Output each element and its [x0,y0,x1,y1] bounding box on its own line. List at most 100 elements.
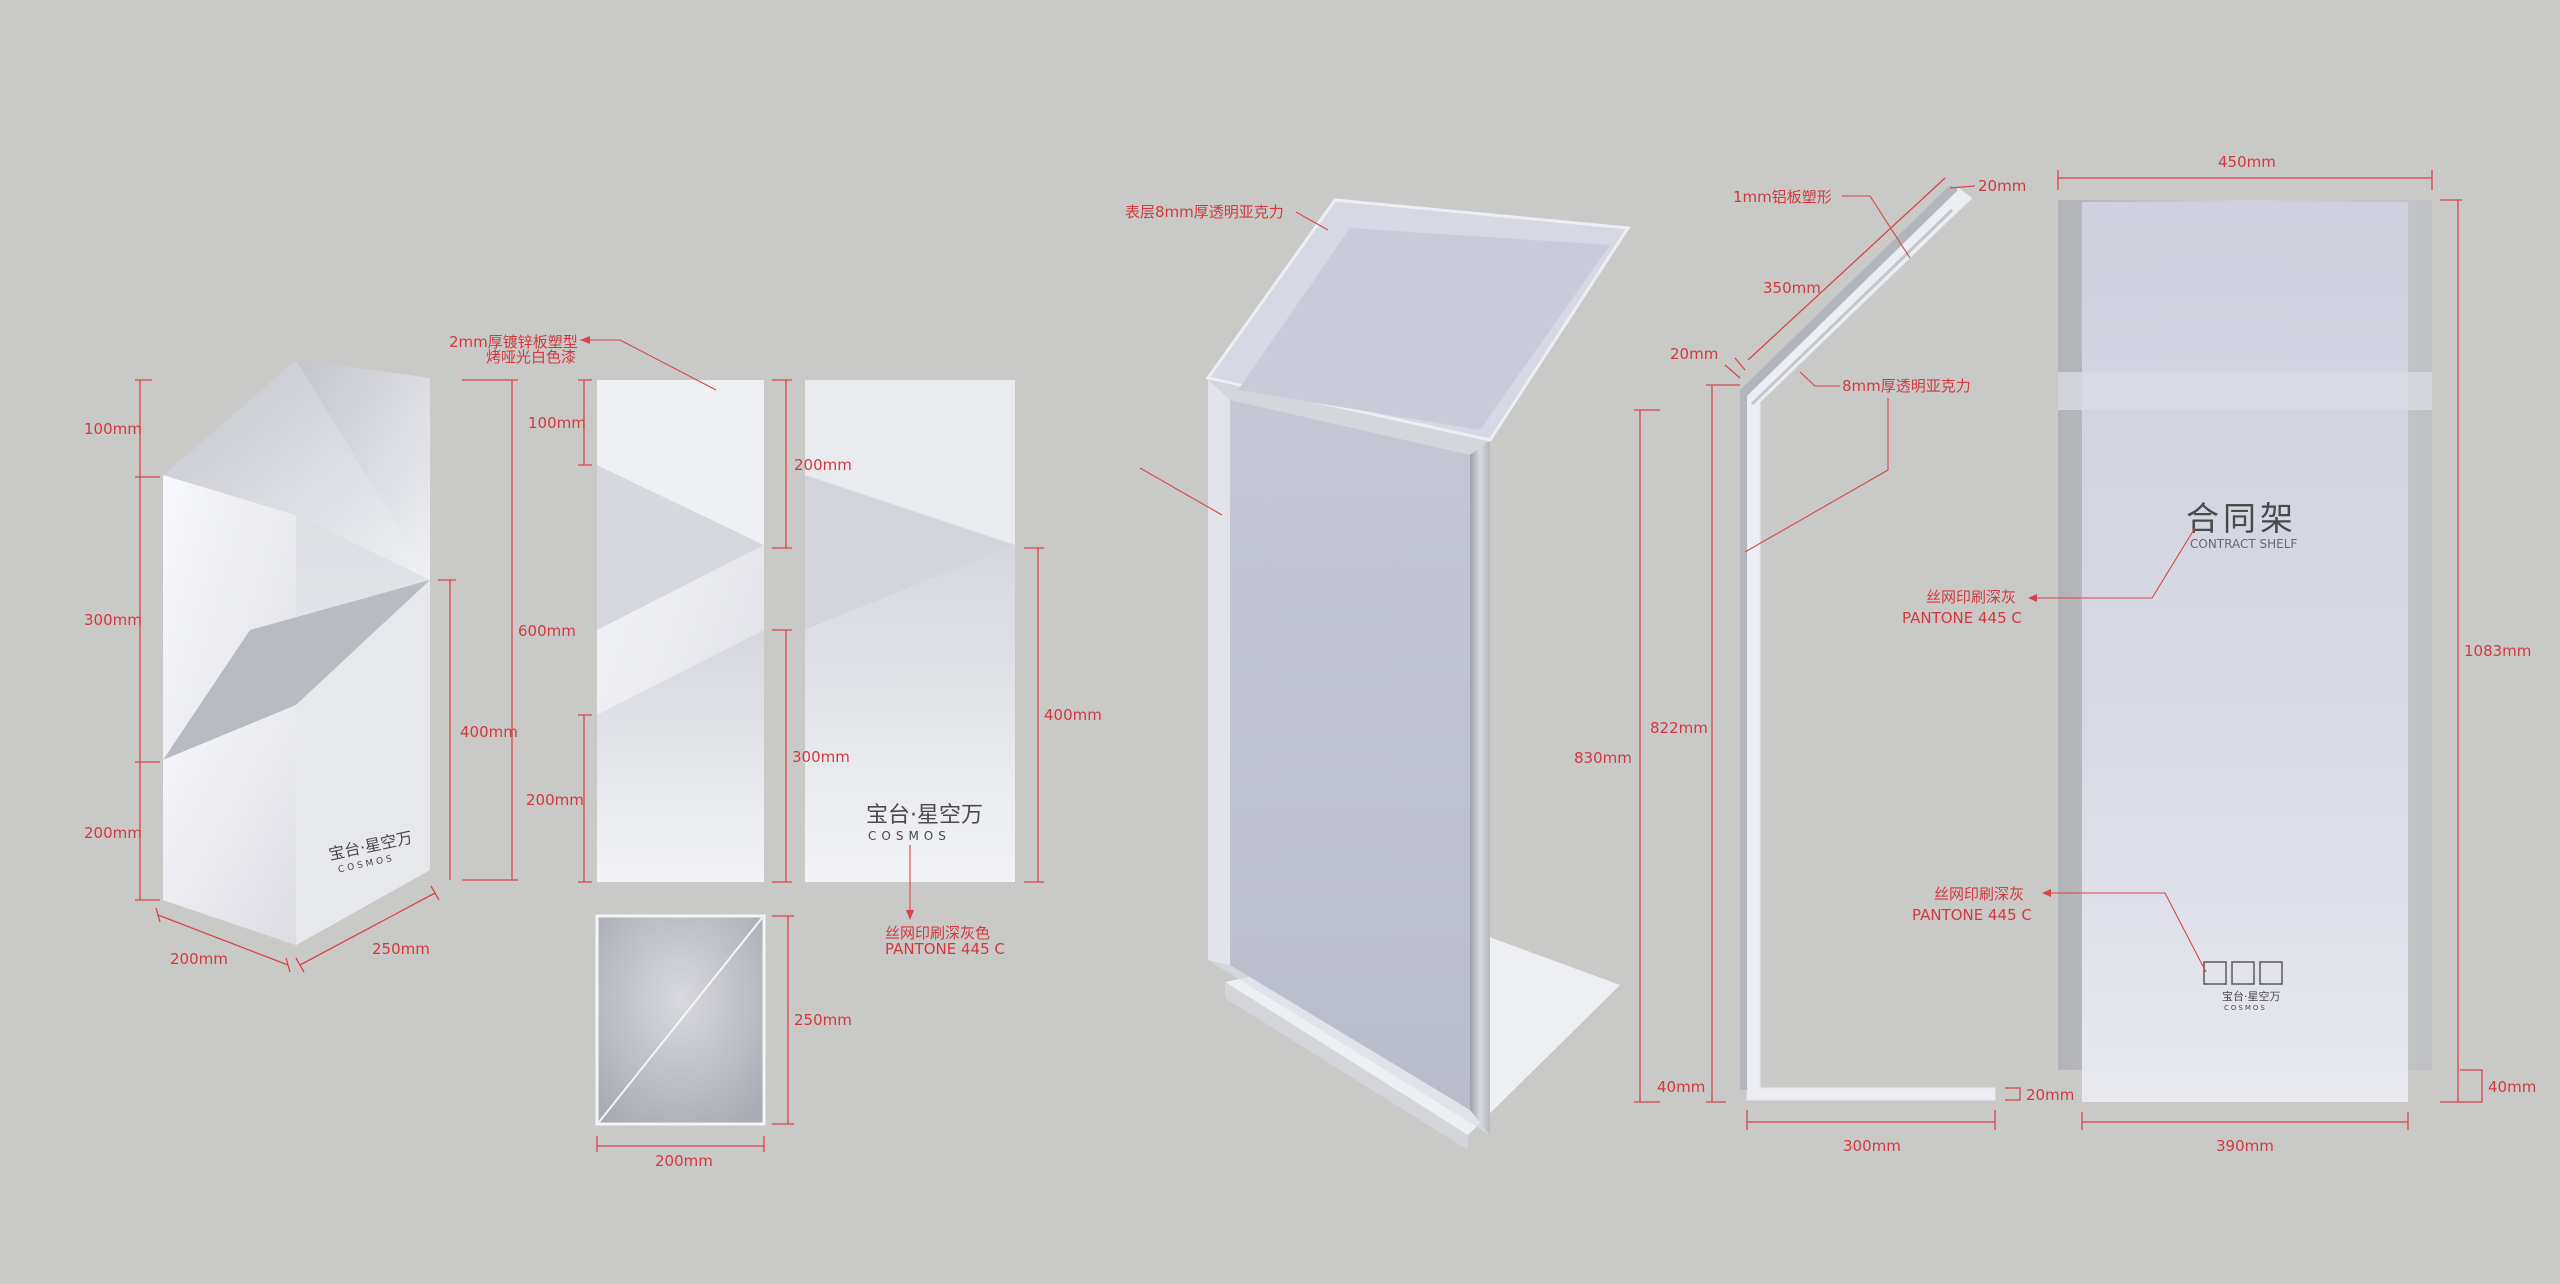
bottom-right-dim [772,915,794,1125]
side-view-dim-right: 400mm [1044,706,1102,724]
front-dim-base-height: 40mm [2488,1078,2536,1096]
aluminum-leader [1842,195,1911,259]
side-dim-base-height: 40mm [1657,1078,1705,1096]
front-cube-logo: 宝台·星空万 COSMOS [2203,961,2283,1012]
side-acrylic-note: 8mm厚透明亚克力 [1842,377,1971,395]
front-dim-width-bottom: 390mm [2216,1137,2274,1155]
box-front-fold [163,580,430,760]
box-dim-left-bot: 200mm [84,824,142,842]
side-height-dims [1634,384,1740,1103]
material-leader [580,339,717,391]
side-dim-base-width: 300mm [1843,1137,1901,1155]
front-print2-line1: 丝网印刷深灰 [1934,885,2024,903]
front-dim-height: 1083mm [2464,642,2531,660]
front-base-height-dim [2460,1069,2483,1103]
box-base-front-dim [155,907,291,973]
aluminum-note: 1mm铝板塑形 [1733,188,1832,206]
side-dim-top-fold: 20mm [1670,345,1718,363]
side-dim-top-length: 350mm [1763,279,1821,297]
box-dim-left-mid: 300mm [84,611,142,629]
stand-top-note: 表层8mm厚透明亚克力 [1125,203,1284,221]
stand-side-profile [1746,187,1996,1101]
side-logo-en: COSMOS [868,829,951,843]
side-base-thick-dim [2005,1087,2021,1101]
stand-side-view: 1mm铝板塑形 20mm 350mm 20mm 8mm厚透明亚克力 830mm … [1574,177,2074,1155]
side-base-width-dim [1746,1110,1996,1130]
front-print1-leader [2030,527,2196,599]
box-right-dim-line [438,379,518,881]
front-view-dim-top: 100mm [528,414,586,432]
box-3d-view: 宝台·星空万 COSMOS 100mm 300mm 200mm 600mm 40… [84,360,576,973]
box-lower-front [163,705,296,945]
bottom-view-dim-height: 250mm [794,1011,852,1029]
box-bottom-view: 250mm 200mm [595,914,852,1170]
box-dim-base-front: 200mm [170,950,228,968]
side-view-logo: 宝台·星空万 COSMOS [866,803,983,843]
side-dim-height-inner: 822mm [1650,719,1708,737]
front-top-band [2058,372,2432,410]
front-view-band-top [597,465,764,630]
stand-front-view: 合同架 CONTRACT SHELF 宝台·星空万 COSMOS 450mm 1… [1902,153,2536,1155]
box-left-dim-line [135,379,160,901]
front-right-dim [772,379,792,883]
stand-front-edge [1470,440,1490,1135]
side-view-fold [805,475,1015,630]
box-print-note-line1: 丝网印刷深灰色 [885,924,990,942]
box-dim-left-top: 100mm [84,420,142,438]
front-title-cn: 合同架 [2186,499,2297,538]
side-view-upper-shade [805,380,1015,545]
box-print-note-line2: PANTONE 445 C [885,940,1005,958]
bottom-view-diagonal [598,917,763,1123]
stand-side-thin [1750,208,1954,406]
box-top-slant [163,360,430,580]
front-print2-leader [2046,892,2207,973]
side-acrylic-leader [1744,371,1889,553]
side-view-dim-lower: 300mm [792,748,850,766]
side-view-lower [805,545,1015,882]
side-top-fold-dim [1724,357,1746,379]
front-print1-line1: 丝网印刷深灰 [1926,588,2016,606]
stand-side-acrylic [1740,185,1958,1090]
front-height-dim [2440,199,2462,1103]
front-logo-cn: 宝台·星空万 [2222,989,2281,1003]
front-print2-line2: PANTONE 445 C [1912,906,2032,924]
side-view-dim-upper: 200mm [794,456,852,474]
front-print2-arrow [2042,889,2051,897]
print-leader-arrow [906,910,914,920]
side-logo-cn: 宝台·星空万 [866,803,983,828]
front-logo-en: COSMOS [2224,1004,2267,1012]
side-top-length-dim [1747,177,1946,361]
material-note-line2: 烤哑光白色漆 [486,348,576,366]
front-title-en: CONTRACT SHELF [2190,537,2297,551]
side-right-dim [1024,547,1044,883]
material-leader-arrow [580,336,590,344]
front-base-strip [2082,1070,2408,1102]
side-dim-base-thickness: 20mm [2026,1086,2074,1104]
side-thickness-top-dim [1949,185,1976,189]
stand-base-edge [1225,982,1468,1150]
front-dim-width-top: 450mm [2218,153,2276,171]
front-view-band-bottom [597,630,764,882]
front-print1-arrow [2028,594,2037,602]
box-base-side-dim [295,885,440,973]
stand-panel-leader [1139,467,1223,516]
box-front-view: 100mm 200mm 2mm厚镀锌板塑型 烤哑光白色漆 [449,333,792,883]
box-lower-side [296,580,430,945]
side-dim-thickness-top: 20mm [1978,177,2026,195]
front-print1-line2: PANTONE 445 C [1902,609,2022,627]
box-side-view: 宝台·星空万 COSMOS 200mm 300mm 400mm 丝网印刷深灰色 … [792,380,1102,958]
bottom-width-dim [596,1136,765,1152]
stand-3d-view: 表层8mm厚透明亚克力 [1125,198,1631,1150]
front-width-bottom-dim [2081,1112,2409,1130]
stand-top-inner [1238,228,1610,430]
front-view-dim-line [578,379,592,883]
stand-front-panel [1230,400,1470,1110]
box-dim-right-lower: 400mm [460,723,518,741]
front-main-panel [2082,202,2408,1070]
side-dim-height-total: 830mm [1574,749,1632,767]
front-width-top-dim [2057,170,2433,190]
stand-top-leader [1295,211,1329,231]
front-view-shade [597,380,764,545]
